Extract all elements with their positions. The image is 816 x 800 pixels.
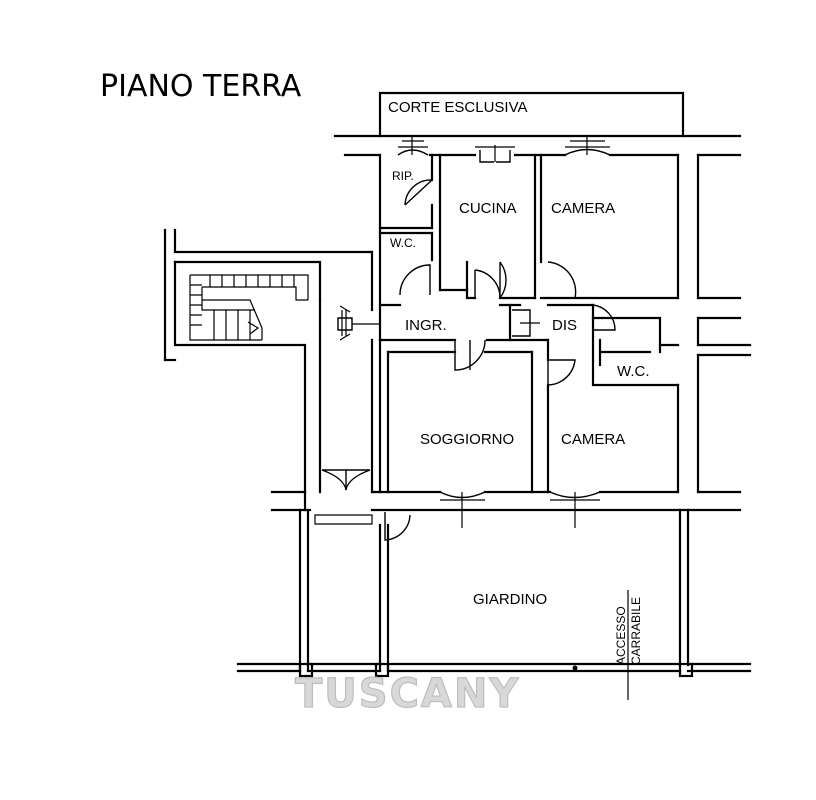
garden xyxy=(236,508,752,700)
interior-walls xyxy=(378,153,680,494)
doors xyxy=(384,179,616,541)
corte-esclusiva-area xyxy=(378,91,685,138)
label-accesso: ACCESSO xyxy=(614,606,628,665)
label-wc-right: W.C. xyxy=(617,363,650,380)
entrance-door xyxy=(337,305,380,341)
watermark: TUSCANY xyxy=(295,671,520,717)
plan-title: PIANO TERRA xyxy=(100,69,302,104)
label-wc-left: W.C. xyxy=(390,236,416,250)
room-labels: CORTE ESCLUSIVA RIP. CUCINA CAMERA W.C. … xyxy=(388,99,650,665)
stair-hall-door xyxy=(314,469,373,525)
label-ingresso: INGR. xyxy=(405,317,447,334)
stair-hall xyxy=(163,228,380,525)
label-corte-esclusiva: CORTE ESCLUSIVA xyxy=(388,99,527,116)
label-camera-top: CAMERA xyxy=(551,200,615,217)
windows xyxy=(397,136,611,528)
label-soggiorno: SOGGIORNO xyxy=(420,431,514,448)
label-camera-bottom: CAMERA xyxy=(561,431,625,448)
label-giardino: GIARDINO xyxy=(473,591,547,608)
label-disimpegno: DIS xyxy=(552,317,577,334)
label-rip: RIP. xyxy=(392,169,414,183)
label-cucina: CUCINA xyxy=(459,200,517,217)
staircase xyxy=(189,274,309,341)
label-carrabile: CARRABILE xyxy=(629,597,643,665)
